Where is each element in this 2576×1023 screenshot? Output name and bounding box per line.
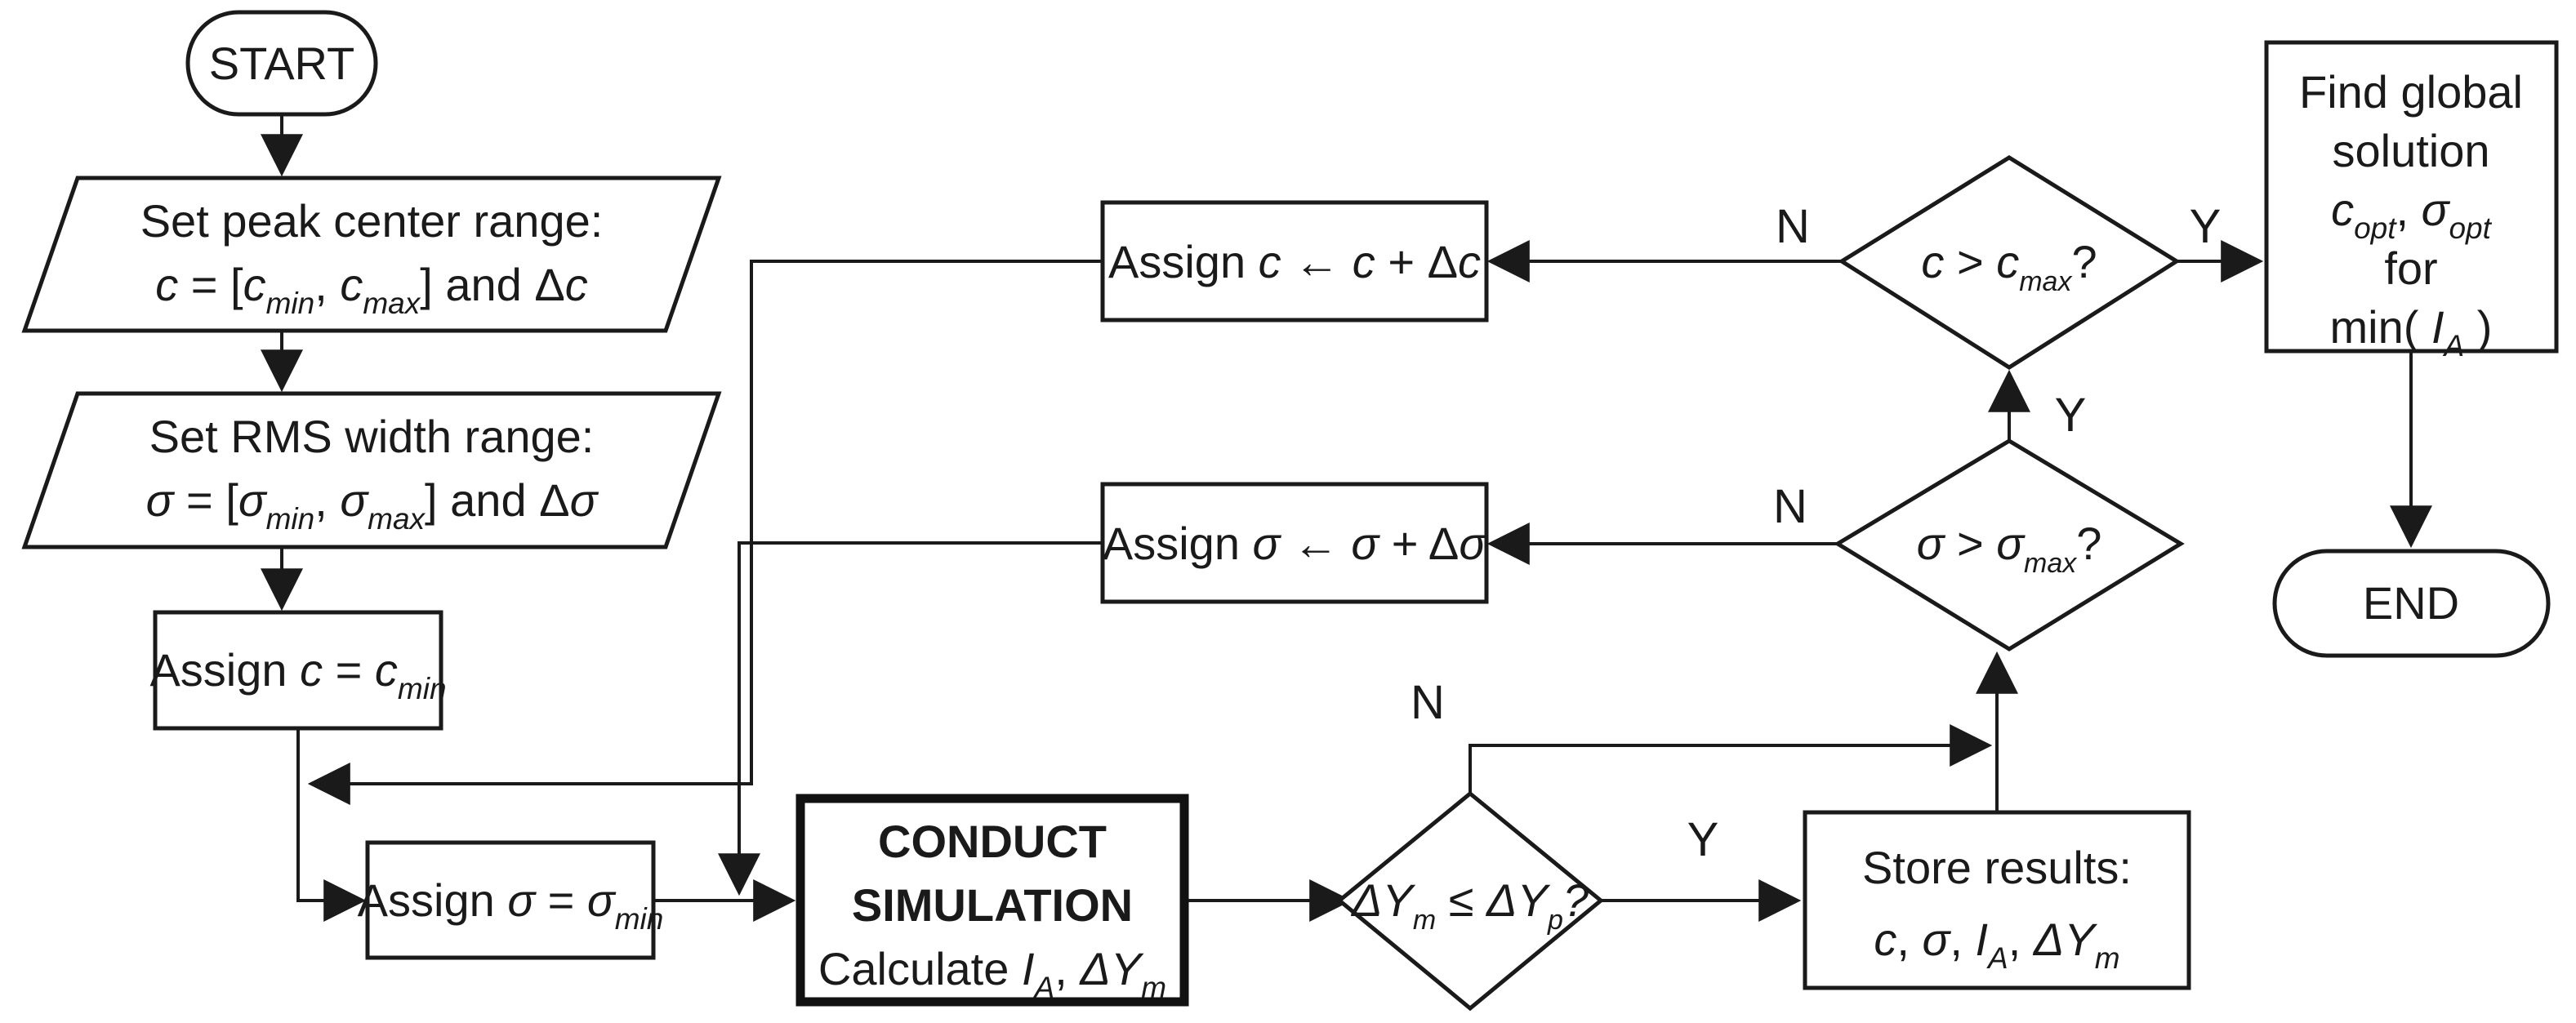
label-c-yes: Y: [2190, 200, 2222, 253]
process-assign-sigma-min: Assign σ = σmin: [358, 840, 664, 960]
branch-labels: N Y N Y N Y: [1411, 200, 2221, 866]
decision-c-max: c > cmax?: [1838, 155, 2181, 370]
process-store-results: Store results:c, σ, IA, ΔYm: [1803, 810, 2191, 990]
process-assign-c-min: Assign c = cmin: [149, 610, 447, 731]
label-dy-no: N: [1411, 676, 1445, 729]
label-sigma-yes: Y: [2055, 389, 2087, 442]
store-results-label: Store results:c, σ, IA, ΔYm: [1862, 842, 2132, 975]
start-terminator: START: [185, 10, 378, 117]
decision-sigma-max: σ > σmax?: [1834, 438, 2185, 652]
edge-cstep-feedback: [307, 260, 1103, 805]
process-assign-c-step: Assign c ← c + Δc: [1100, 200, 1489, 322]
end-label: END: [2363, 577, 2459, 629]
assign-sigma-min-label: Assign σ = σmin: [358, 874, 664, 936]
edge-assignc-to-assignsigma: [296, 728, 367, 922]
assign-c-min-label: Assign c = cmin: [149, 644, 446, 705]
assign-sigma-step-label: Assign σ ← σ + Δσ: [1103, 518, 1488, 569]
label-c-no: N: [1776, 200, 1810, 253]
io-set-rms-range: Set RMS width range:σ = [σmin, σmax] and…: [21, 391, 722, 549]
end-terminator: END: [2272, 549, 2551, 658]
io-set-peak-range: Set peak center range:c = [cmin, cmax] a…: [21, 176, 722, 333]
label-dy-yes: Y: [1687, 813, 1719, 866]
decision-dy-label: ΔYm ≤ ΔYp?: [1350, 874, 1589, 936]
start-label: START: [209, 38, 354, 89]
connector-lines: [261, 114, 2432, 922]
assign-c-step-label: Assign c ← c + Δc: [1108, 236, 1481, 287]
decision-sigma-label: σ > σmax?: [1917, 518, 2102, 579]
edge-dy-no-join: [1468, 724, 1993, 794]
label-sigma-no: N: [1773, 480, 1807, 533]
set-peak-range-label: Set peak center range:c = [cmin, cmax] a…: [140, 195, 604, 320]
decision-c-label: c > cmax?: [1921, 236, 2097, 297]
process-assign-sigma-step: Assign σ ← σ + Δσ: [1100, 482, 1489, 604]
edge-sigmastep-feedback: [718, 541, 1103, 896]
decision-dy-threshold: ΔYm ≤ ΔYp?: [1336, 790, 1604, 1012]
set-rms-range-label: Set RMS width range:σ = [σmin, σmax] and…: [146, 411, 599, 536]
